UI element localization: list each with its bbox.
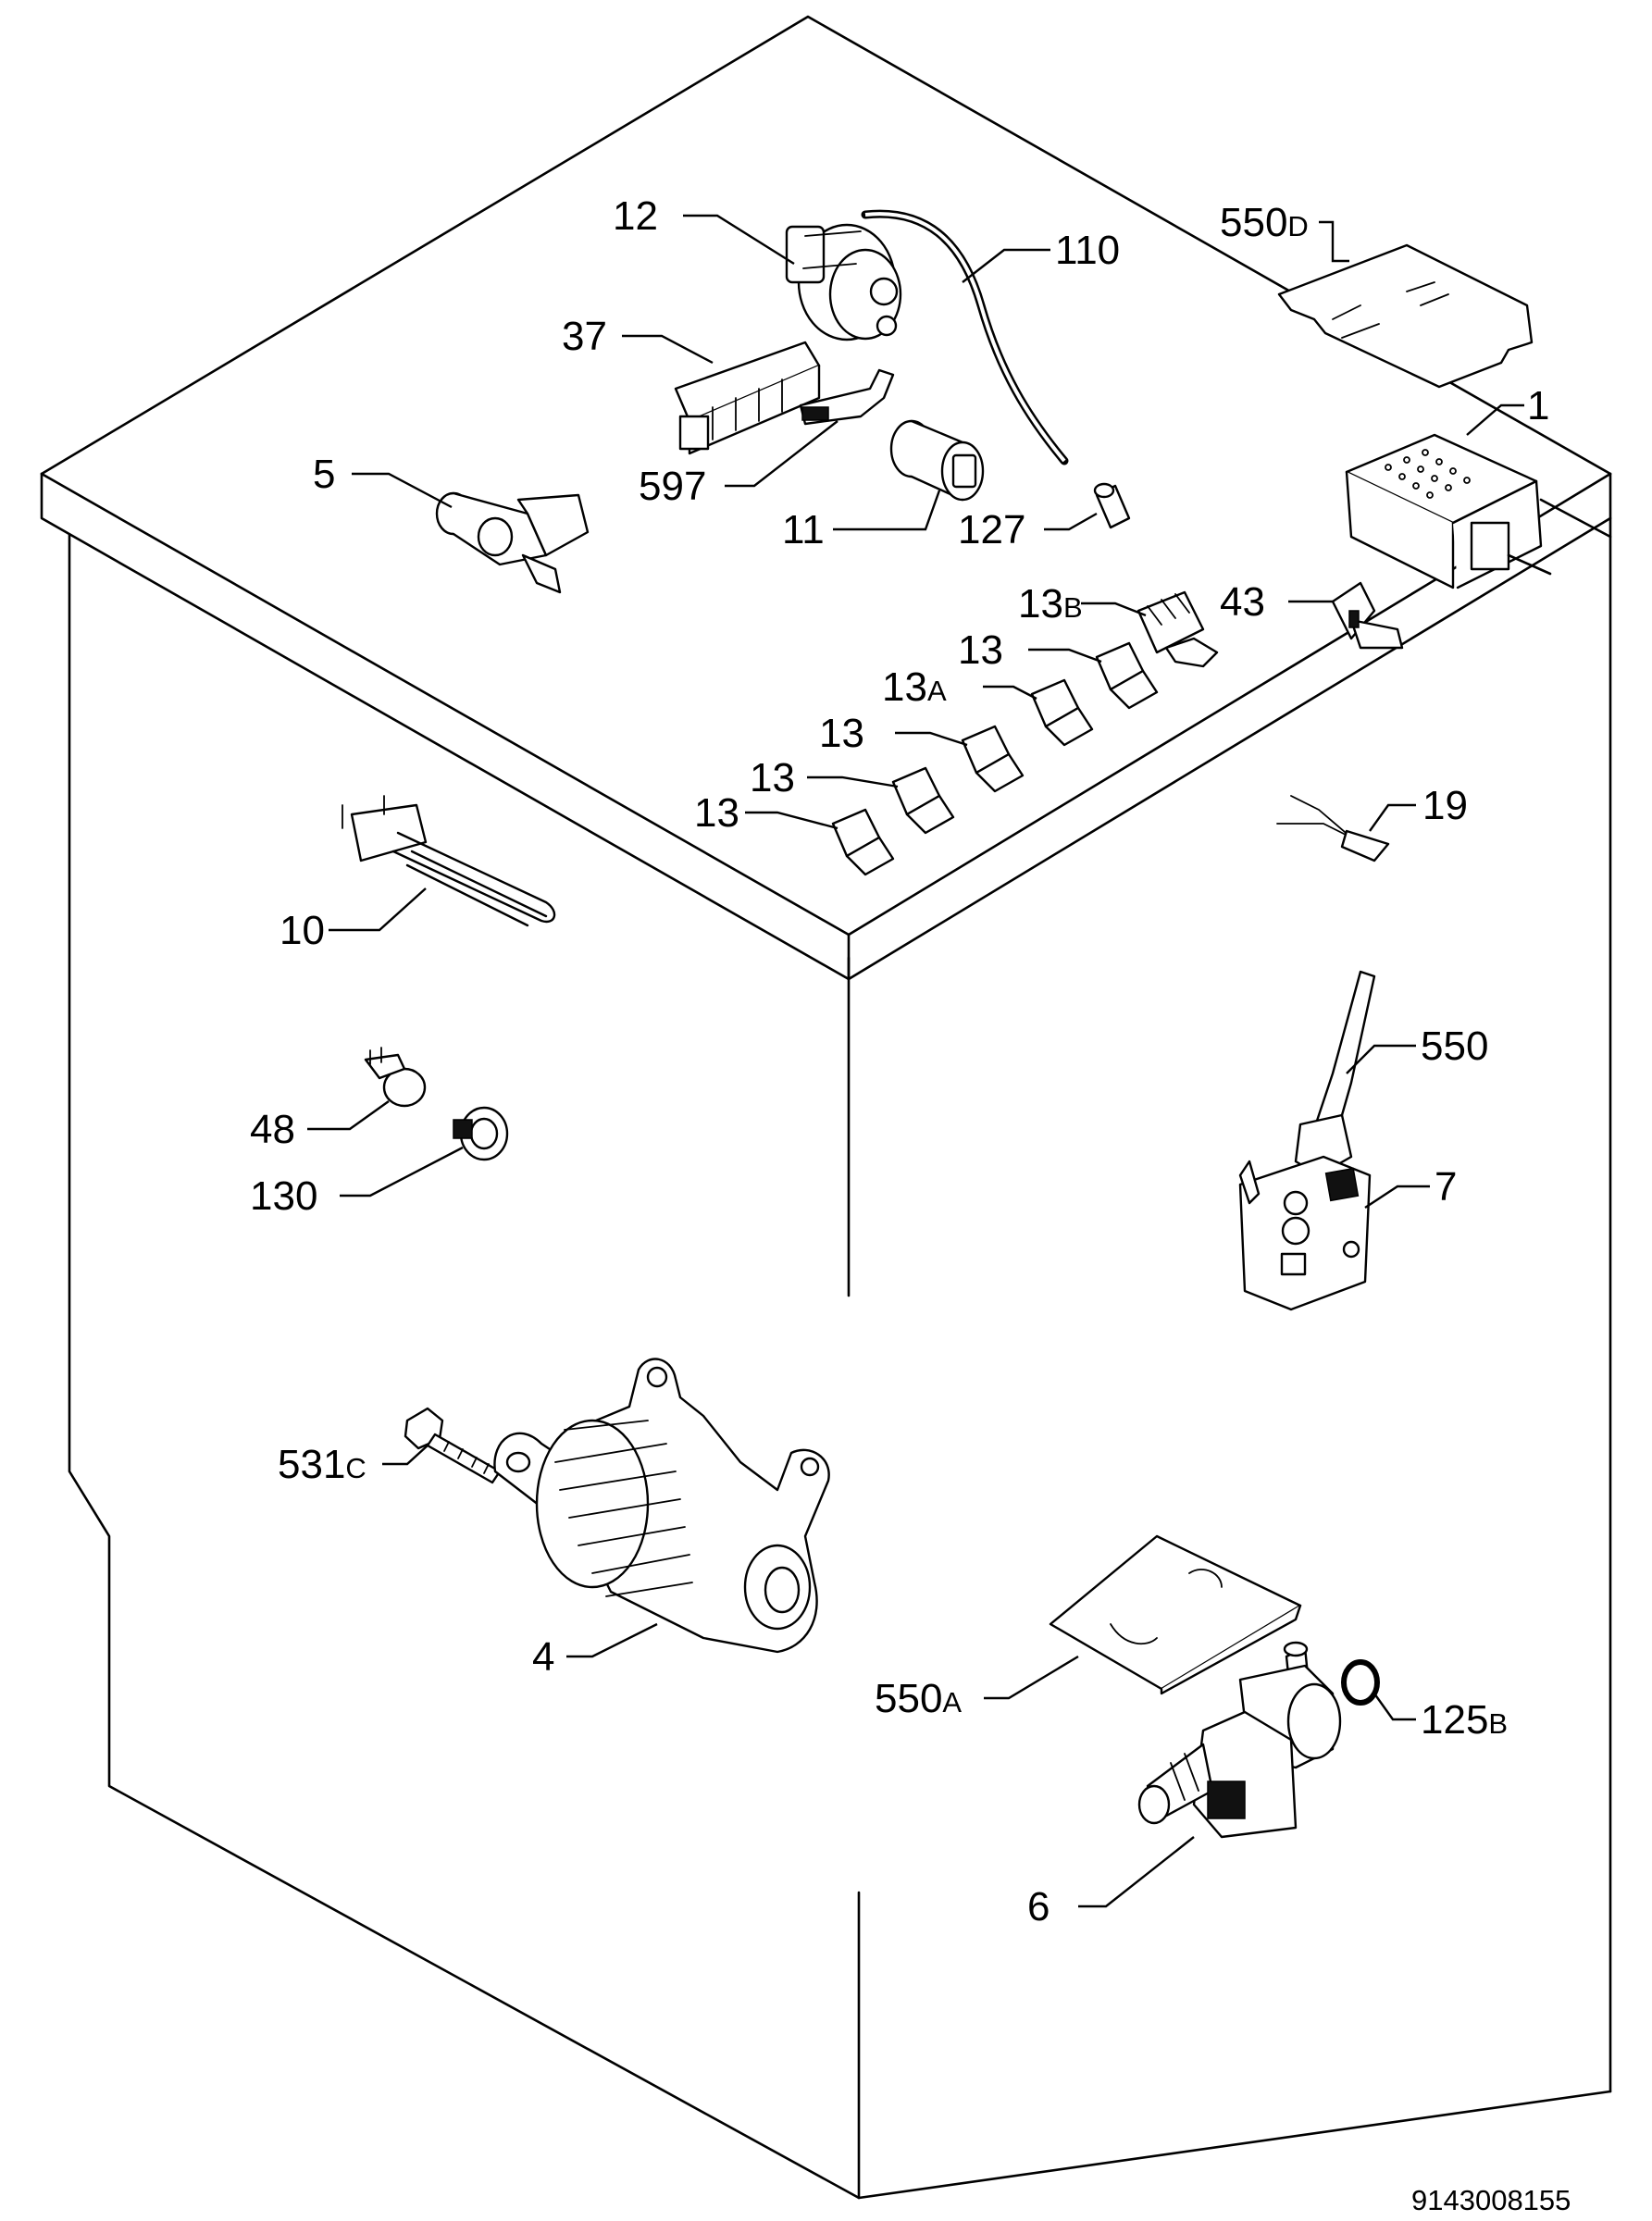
part-110-pressure-hose [861, 209, 1069, 465]
part-1-timer-module [1345, 433, 1552, 589]
label-13a: 13A [882, 664, 947, 710]
label-13b: 13B [1018, 581, 1083, 627]
part-19-sensor [1276, 795, 1390, 862]
connector-13-top [1095, 641, 1159, 710]
part-12-programme-switch [785, 223, 902, 341]
label-13-mid: 13 [819, 711, 864, 756]
connector-13-bottom [831, 808, 895, 876]
connector-13-low [891, 766, 955, 835]
label-10: 10 [279, 908, 325, 953]
document-number: 9143008155 [1411, 2184, 1571, 2216]
label-531c: 531C [278, 1442, 366, 1487]
label-13-bottom: 13 [694, 790, 739, 836]
label-130: 130 [250, 1173, 317, 1219]
part-48-pressure-switch [364, 1047, 427, 1108]
label-6: 6 [1027, 1884, 1050, 1929]
label-12: 12 [613, 193, 658, 239]
leader-lines [307, 214, 1524, 1908]
label-48: 48 [250, 1107, 295, 1152]
part-4-motor [493, 1358, 830, 1654]
label-1: 1 [1527, 383, 1549, 428]
part-127-connector [1093, 482, 1131, 529]
label-37: 37 [562, 314, 607, 359]
part-7-door-lock [1238, 1155, 1372, 1311]
part-43-suppressor [1331, 581, 1404, 650]
part-13-connector-row [831, 641, 1159, 876]
label-550a: 550A [875, 1676, 962, 1721]
label-4: 4 [532, 1634, 554, 1680]
label-550d: 550D [1220, 200, 1309, 245]
label-13-top: 13 [958, 627, 1003, 673]
part-125b-seal [1341, 1659, 1380, 1706]
connector-13a [1030, 678, 1094, 747]
label-43: 43 [1220, 579, 1265, 625]
label-125b: 125B [1421, 1697, 1508, 1743]
label-550: 550 [1421, 1024, 1488, 1069]
label-127: 127 [958, 507, 1025, 552]
label-5: 5 [313, 452, 335, 497]
callout-labels: 12 110 550D 37 1 5 597 11 127 13B 43 13 … [250, 193, 1571, 2216]
part-550d-cover-plate [1277, 243, 1534, 389]
connector-13-mid [961, 725, 1025, 793]
label-7: 7 [1435, 1164, 1457, 1210]
part-6-drain-pump [1137, 1641, 1342, 1839]
label-13-low: 13 [750, 755, 795, 800]
part-10-heating-element [342, 795, 556, 927]
part-37-terminal-block [674, 341, 821, 455]
label-597: 597 [639, 464, 706, 509]
part-130-thermostat [453, 1106, 509, 1161]
label-11: 11 [782, 507, 825, 552]
part-11-capacitor [889, 419, 985, 502]
part-550-lever [1294, 970, 1376, 1177]
part-531c-bolt [404, 1407, 502, 1484]
label-19: 19 [1422, 783, 1468, 828]
part-550a-cover-block [1049, 1534, 1302, 1695]
part-5-inlet-valve [435, 491, 590, 594]
part-597-bracket [799, 368, 895, 426]
part-13b-connector [1137, 590, 1219, 668]
label-110: 110 [1055, 228, 1120, 273]
